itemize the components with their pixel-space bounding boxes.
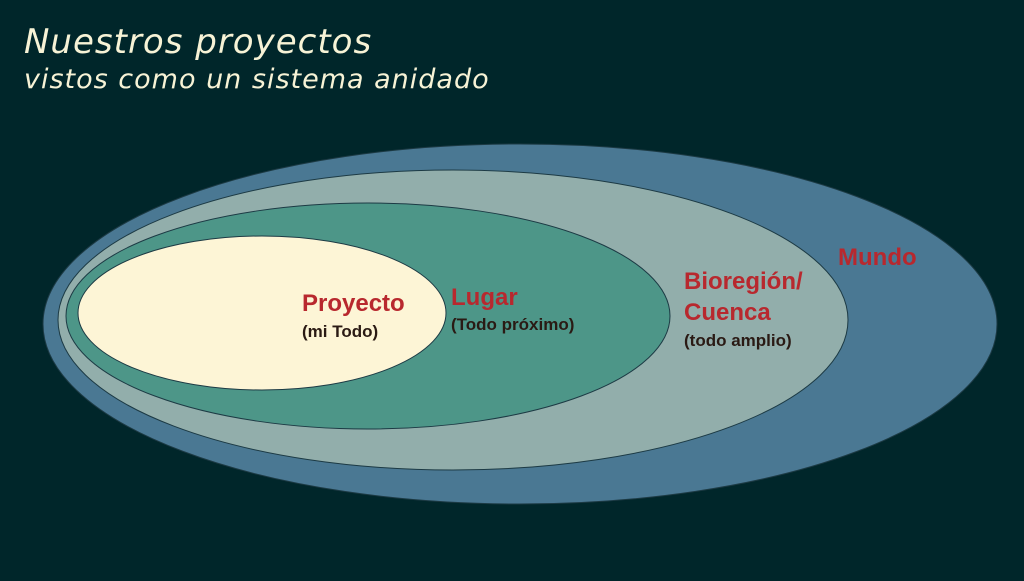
bioregion-note: (todo amplio) xyxy=(684,331,792,350)
lugar-note: (Todo próximo) xyxy=(451,315,575,334)
page-subtitle: vistos como un sistema anidado xyxy=(24,64,490,95)
bioregion-label-line2: Cuenca xyxy=(684,299,771,326)
proyecto-note: (mi Todo) xyxy=(302,322,379,341)
page-title: Nuestros proyectos xyxy=(24,22,373,62)
proyecto-label: Proyecto xyxy=(302,290,405,317)
mundo-label: Mundo xyxy=(838,244,917,271)
lugar-label: Lugar xyxy=(451,284,518,311)
proyecto-ellipse xyxy=(77,235,447,391)
bioregion-label-line1: Bioregión/ xyxy=(684,268,803,295)
